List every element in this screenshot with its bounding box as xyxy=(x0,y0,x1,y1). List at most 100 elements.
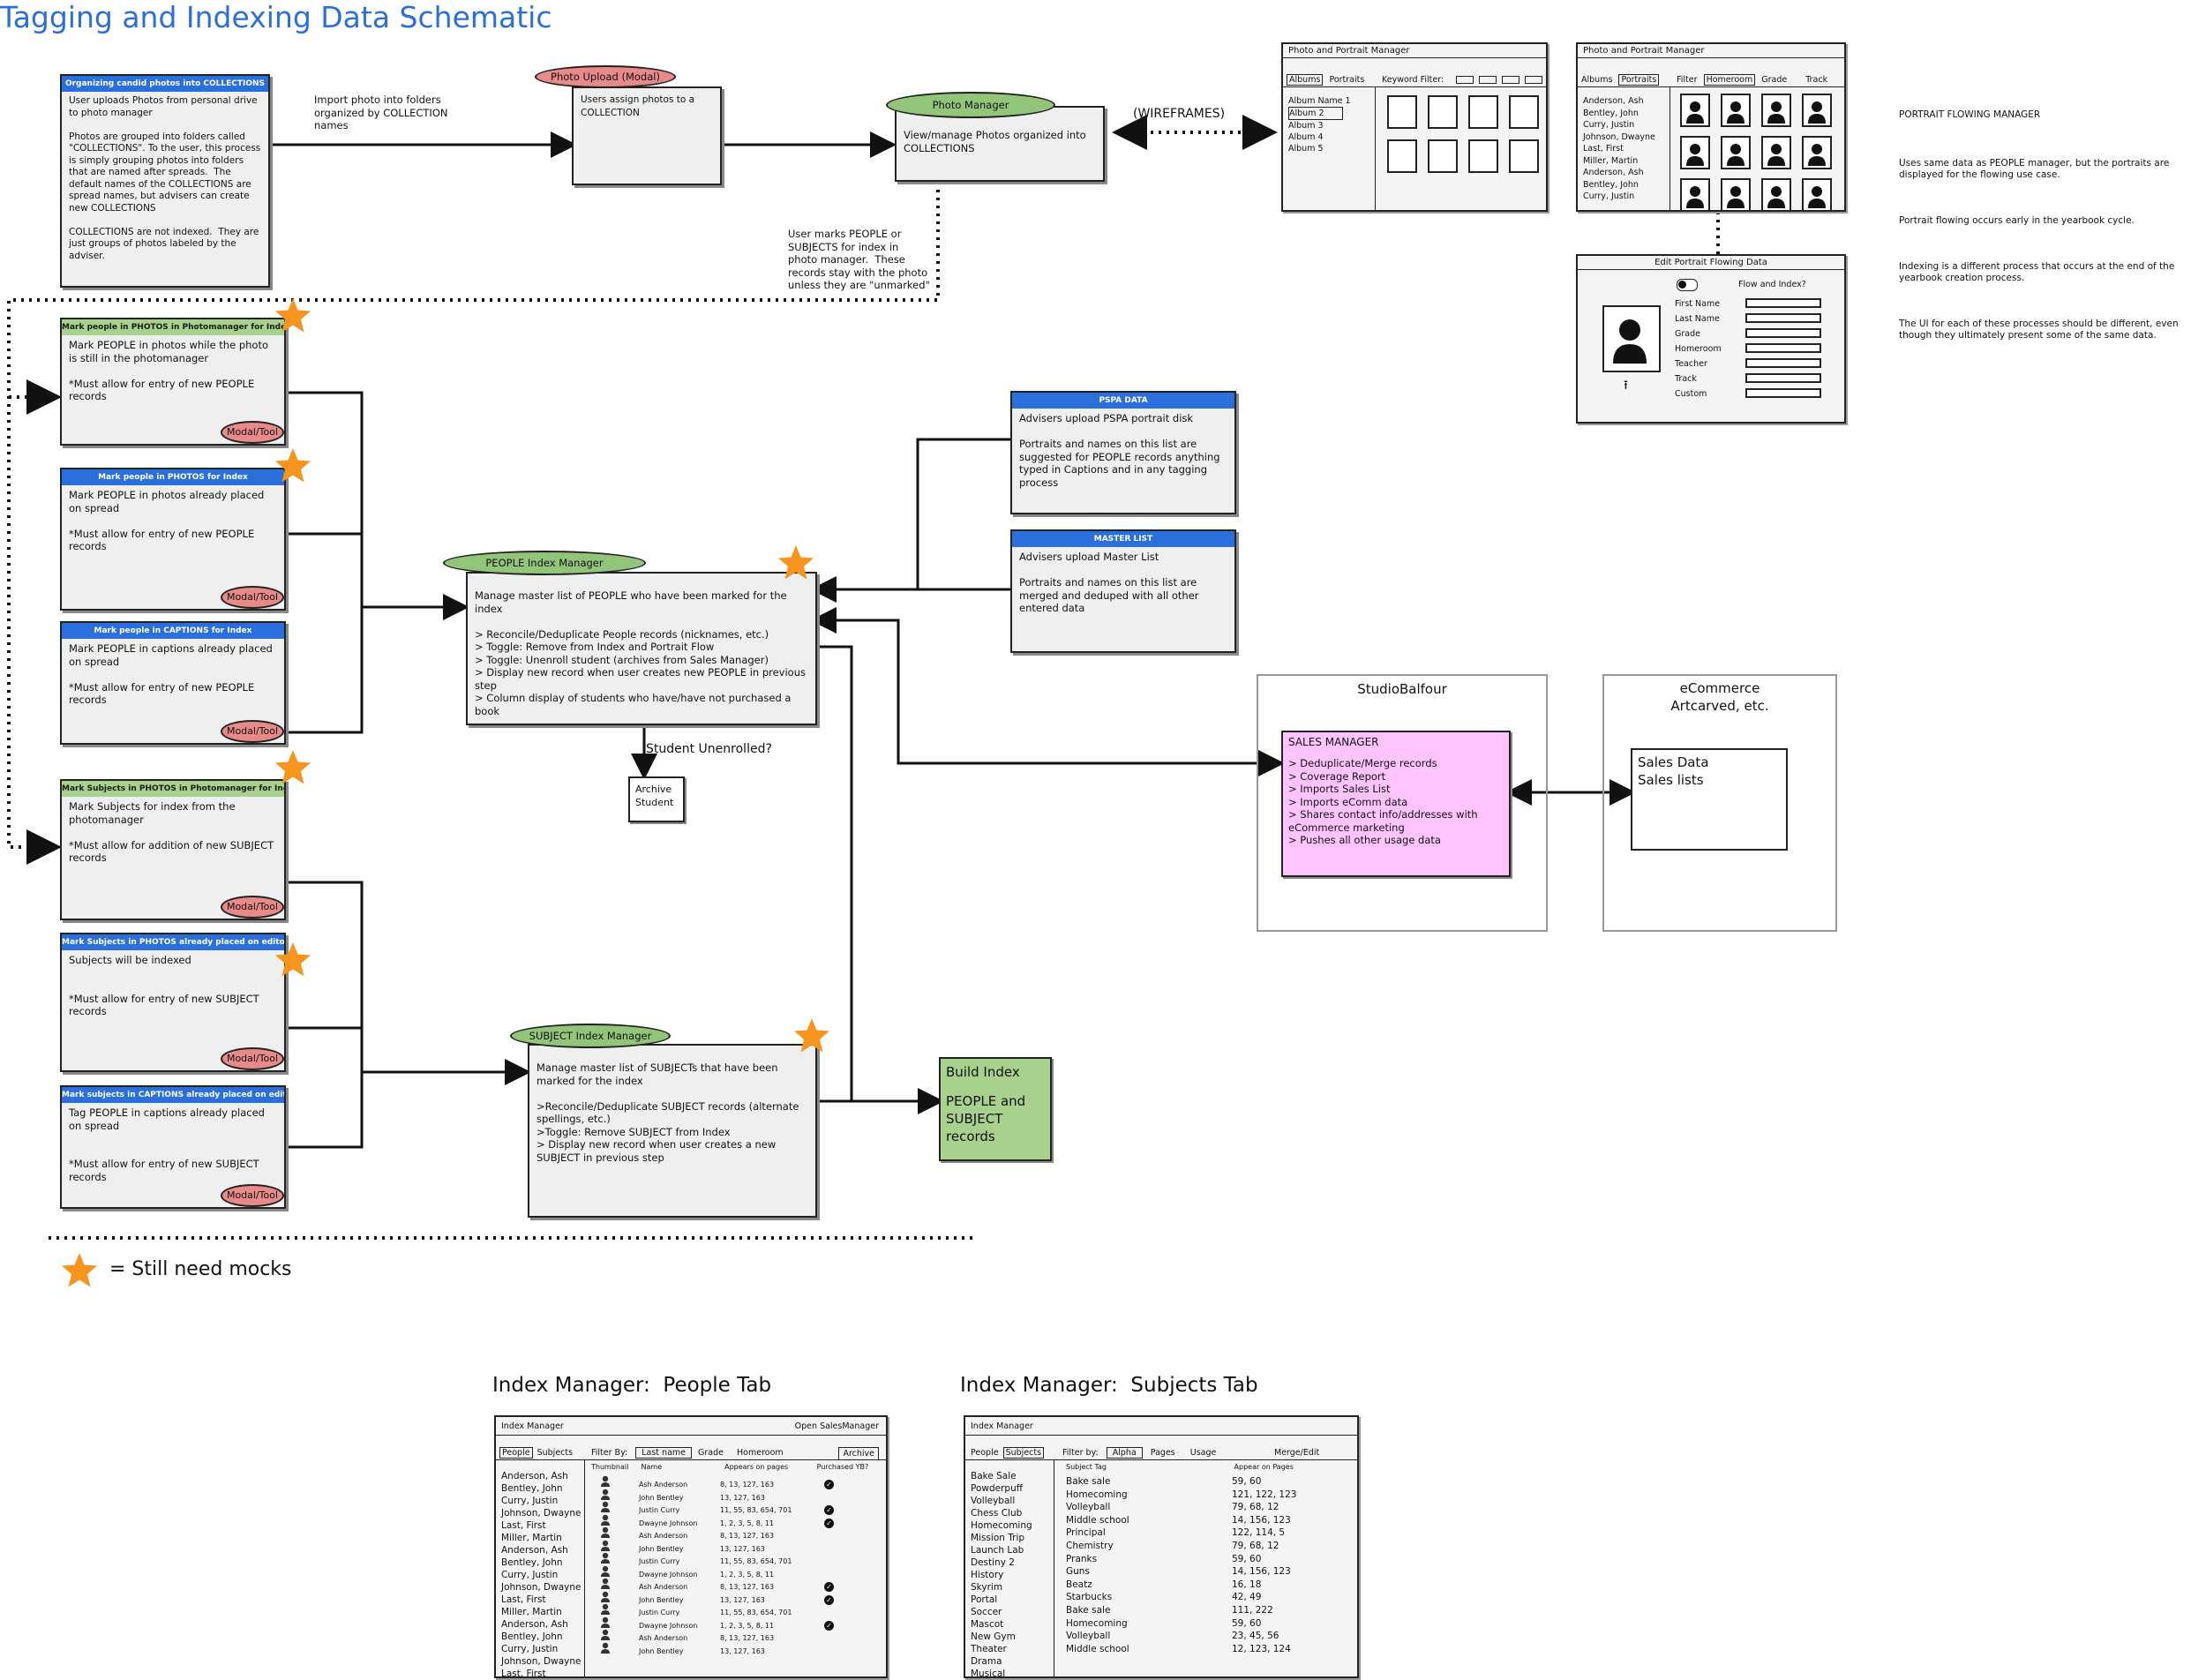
subject-list-item[interactable]: Bake Sale xyxy=(971,1471,1017,1481)
portrait-thumb[interactable] xyxy=(1802,136,1832,169)
people-list-item[interactable]: Bentley, John xyxy=(501,1631,563,1642)
people-list-item[interactable]: Anderson, Ash xyxy=(501,1471,568,1481)
edit-field-input[interactable] xyxy=(1745,373,1821,383)
photo-thumb[interactable] xyxy=(1387,95,1417,129)
subject-list-item[interactable]: Mission Trip xyxy=(971,1533,1025,1543)
portrait-thumb[interactable] xyxy=(1721,178,1751,212)
album-item[interactable]: Album 3 xyxy=(1288,121,1324,131)
people-list-item[interactable]: Miller, Martin xyxy=(501,1533,562,1543)
portrait-thumb[interactable] xyxy=(1761,178,1791,212)
flow-index-toggle[interactable] xyxy=(1677,279,1698,291)
album-item-selected[interactable]: Album 2 xyxy=(1288,107,1343,120)
subject-list-item[interactable]: Soccer xyxy=(971,1607,1002,1617)
edit-field-input[interactable] xyxy=(1745,388,1821,398)
subject-list-item[interactable]: Skyrim xyxy=(971,1582,1003,1593)
archive-button[interactable]: Archive xyxy=(838,1447,879,1460)
people-list-item[interactable]: Bentley, John xyxy=(501,1483,563,1494)
subject-list-item[interactable]: Chess Club xyxy=(971,1508,1023,1519)
subject-list-item[interactable]: History xyxy=(971,1570,1004,1580)
people-filter-grade[interactable]: Grade xyxy=(698,1448,724,1458)
subject-list-item[interactable]: Mascot xyxy=(971,1619,1004,1630)
subject-list-item[interactable]: New Gym xyxy=(971,1631,1016,1642)
people-list-item[interactable]: Anderson, Ash xyxy=(501,1545,568,1556)
subject-list-item[interactable]: Musical xyxy=(971,1669,1006,1679)
photo-thumb[interactable] xyxy=(1509,139,1539,173)
people-list-item[interactable]: Johnson, Dwayne xyxy=(501,1508,582,1519)
people-list-item[interactable]: Curry, Justin xyxy=(501,1496,559,1506)
portrait-thumb[interactable] xyxy=(1761,94,1791,127)
subjects-filter-usage[interactable]: Usage xyxy=(1189,1448,1217,1458)
people-list-item[interactable]: Last, First xyxy=(501,1520,546,1531)
merge-edit-button[interactable]: Merge/Edit xyxy=(1274,1448,1320,1458)
people-list-item[interactable]: Bentley, John xyxy=(501,1557,563,1568)
wireframe1-tab-portraits[interactable]: Portraits xyxy=(1329,75,1365,85)
portrait-thumb[interactable] xyxy=(1680,94,1710,127)
photo-thumb[interactable] xyxy=(1428,95,1458,129)
edit-field-input[interactable] xyxy=(1745,343,1821,353)
people-tab-subjects[interactable]: Subjects xyxy=(536,1448,574,1458)
upload-icon[interactable]: ⭱ xyxy=(1624,379,1628,393)
modal-tool-pill[interactable]: Modal/Tool xyxy=(221,421,284,444)
subjects-tab-subjects[interactable]: Subjects xyxy=(1002,1447,1045,1459)
subject-list-item[interactable]: Destiny 2 xyxy=(971,1557,1015,1568)
wireframe2-filter-track[interactable]: Track xyxy=(1805,75,1828,85)
portrait-name-item[interactable]: Anderson, Ash xyxy=(1583,96,1644,106)
people-list-item[interactable]: Curry, Justin xyxy=(501,1644,559,1654)
portrait-thumb[interactable] xyxy=(1680,178,1710,212)
modal-tool-pill[interactable]: Modal/Tool xyxy=(221,720,284,743)
subject-list-item[interactable]: Drama xyxy=(971,1656,1002,1667)
people-list-item[interactable]: Last, First xyxy=(501,1669,546,1679)
wireframe2-tab-albums[interactable]: Albums xyxy=(1581,75,1613,85)
people-filter-lastname[interactable]: Last name xyxy=(635,1447,692,1459)
wireframe2-filter-homeroom[interactable]: Homeroom xyxy=(1703,74,1756,86)
subject-list-item[interactable]: Homecoming xyxy=(971,1520,1032,1531)
portrait-thumb[interactable] xyxy=(1761,136,1791,169)
portrait-name-item[interactable]: Last, First xyxy=(1583,144,1624,154)
portrait-name-item[interactable]: Bentley, John xyxy=(1583,179,1639,190)
subjects-filter-alpha[interactable]: Alpha xyxy=(1106,1447,1143,1459)
subject-list-item[interactable]: Portal xyxy=(971,1594,998,1605)
subjects-tab-people[interactable]: People xyxy=(971,1448,999,1458)
portrait-thumb[interactable] xyxy=(1721,136,1751,169)
album-item[interactable]: Album 4 xyxy=(1288,132,1324,142)
wireframe2-filter-grade[interactable]: Grade xyxy=(1761,75,1788,85)
edit-field-input[interactable] xyxy=(1745,313,1821,323)
wireframe1-tab-albums[interactable]: Albums xyxy=(1287,74,1324,86)
subjects-filter-pages[interactable]: Pages xyxy=(1150,1448,1175,1458)
modal-tool-pill[interactable]: Modal/Tool xyxy=(221,1047,284,1070)
subject-list-item[interactable]: Volleyball xyxy=(971,1496,1016,1506)
people-filter-homeroom[interactable]: Homeroom xyxy=(737,1448,784,1458)
photo-thumb[interactable] xyxy=(1428,139,1458,173)
people-list-item[interactable]: Johnson, Dwayne xyxy=(501,1656,582,1667)
people-list-item[interactable]: Anderson, Ash xyxy=(501,1619,568,1630)
portrait-name-item[interactable]: Anderson, Ash xyxy=(1583,168,1644,177)
people-list-item[interactable]: Last, First xyxy=(501,1594,546,1605)
modal-tool-pill[interactable]: Modal/Tool xyxy=(221,586,284,609)
portrait-name-item[interactable]: Johnson, Dwayne xyxy=(1583,131,1655,142)
portrait-thumb[interactable] xyxy=(1802,178,1832,212)
edit-field-input[interactable] xyxy=(1745,298,1821,308)
photo-thumb[interactable] xyxy=(1468,95,1498,129)
wireframe2-tab-portraits[interactable]: Portraits xyxy=(1618,74,1660,86)
